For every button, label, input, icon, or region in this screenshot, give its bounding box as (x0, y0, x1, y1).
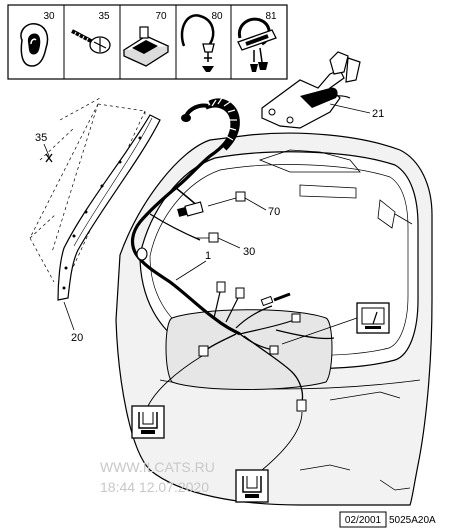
legend-cell-81[interactable]: 81 (237, 11, 277, 72)
screw-icon (71, 29, 111, 54)
cable-tie-icon (180, 14, 215, 72)
legend-cell-70[interactable]: 70 (122, 11, 170, 67)
callout-35-label: 35 (35, 132, 47, 144)
watermark-site: WWW.ILCATS.RU (100, 459, 215, 475)
callout-20-label: 20 (71, 332, 83, 344)
lamp-symbol-leader (281, 317, 358, 345)
legend-number-70: 70 (155, 11, 167, 22)
legend-cell-30[interactable]: 30 (20, 11, 55, 67)
number-plate-light-symbol-1[interactable] (131, 405, 165, 439)
legend-number-35: 35 (98, 11, 110, 22)
callout-1[interactable]: 1 (175, 250, 211, 281)
legend-number-80: 80 (211, 11, 223, 22)
callout-70-label: 70 (268, 206, 280, 218)
number-plate-light-symbol-2[interactable] (235, 469, 269, 503)
callout-20[interactable]: 20 (63, 301, 83, 344)
screw-marker-35[interactable] (45, 153, 53, 163)
callout-1-label: 1 (205, 250, 211, 262)
legend-cell-80[interactable]: 80 (180, 11, 223, 72)
watermark-datetime: 18:44 12.07.2020 (100, 479, 209, 495)
legend-number-30: 30 (43, 11, 55, 22)
parts-legend-table: 30 35 70 (7, 4, 288, 80)
footer-reference: 02/2001 5025A20A (339, 511, 436, 528)
legend-number-81: 81 (265, 11, 277, 22)
callout-35[interactable]: 35 (35, 132, 50, 157)
connector-clip-icon (122, 26, 170, 67)
callout-70[interactable]: 70 (207, 191, 280, 218)
number-plate-light-leader-2 (261, 411, 303, 471)
footer-date: 02/2001 (345, 515, 382, 526)
callout-21-label: 21 (372, 108, 384, 120)
bracket-part-21[interactable] (261, 51, 361, 129)
callout-21[interactable]: 21 (329, 103, 384, 120)
grommet-icon (20, 23, 49, 67)
lamp-symbol-box[interactable] (356, 302, 390, 334)
wiring-harness-part-1[interactable] (130, 97, 335, 412)
callout-30-label: 30 (243, 246, 255, 258)
side-trim-part-20[interactable] (29, 97, 161, 301)
harness-clip-icon (237, 17, 277, 72)
legend-cell-35[interactable]: 35 (71, 11, 111, 54)
number-plate-light-leader-1 (147, 355, 203, 407)
watermark: WWW.ILCATS.RU 18:44 12.07.2020 (100, 459, 215, 495)
footer-code: 5025A20A (389, 515, 436, 526)
callout-30[interactable]: 30 (196, 232, 255, 258)
